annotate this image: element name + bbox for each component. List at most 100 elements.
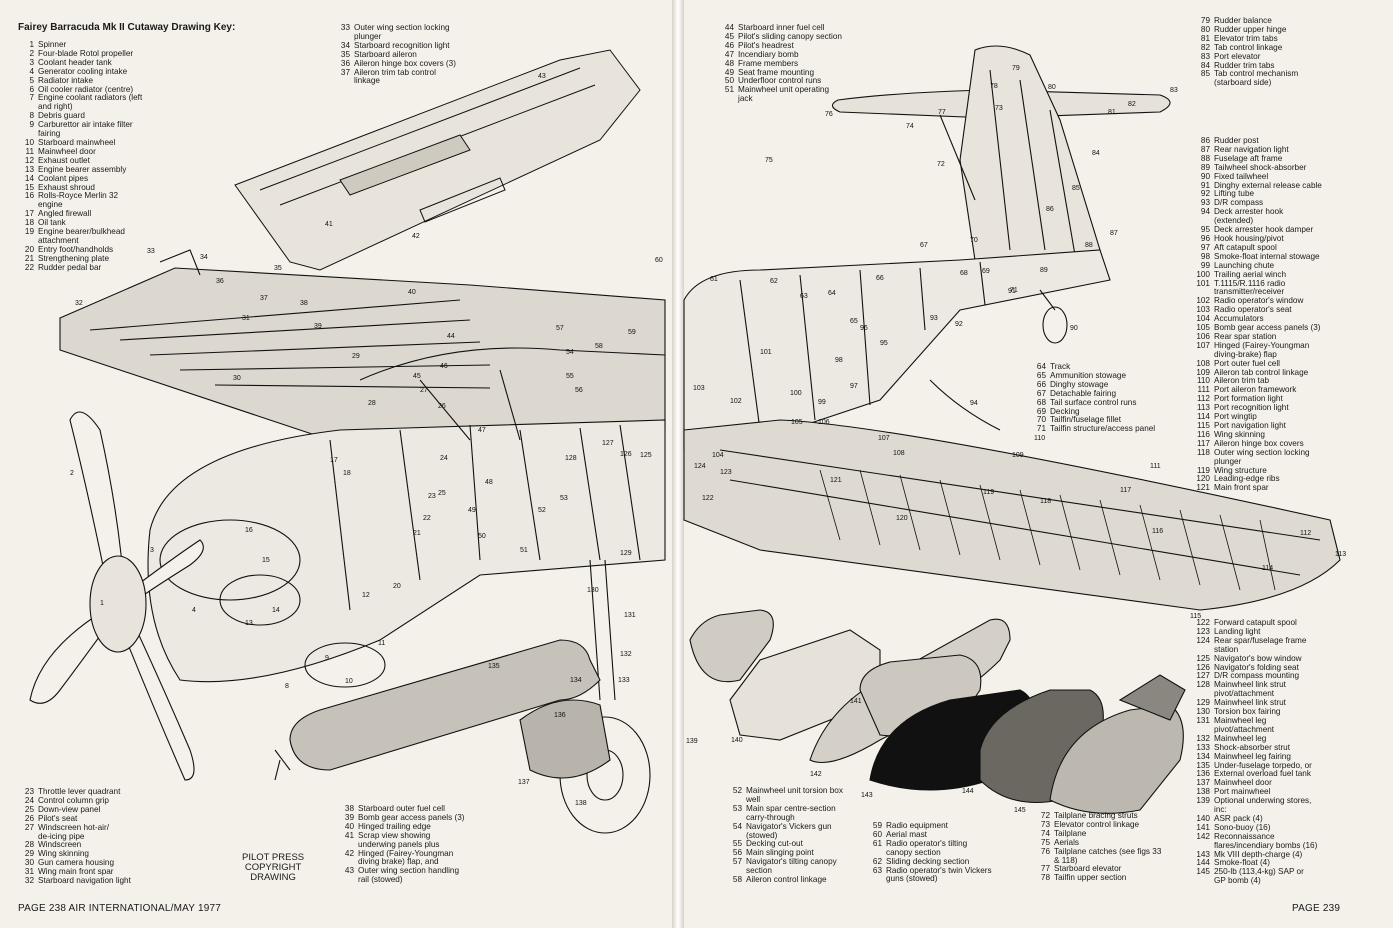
callout-number: 69 [982,268,990,275]
key-label: Mainwheel leg fairing [1214,751,1291,761]
key-number: 125 [1196,653,1210,663]
callout-number: 12 [362,592,370,599]
callout-number: 29 [352,353,360,360]
key-label: Aileron tab control linkage [1214,367,1309,377]
key-label: Radio equipment [886,821,948,830]
key-number: 78 [1040,873,1050,883]
key-label: Aft catapult spool [1214,242,1277,252]
key-entry: carry-through [722,813,843,823]
callout-number: 31 [242,315,250,322]
credit-line: COPYRIGHT [244,862,302,873]
key-number: 46 [724,40,734,50]
key-label: Exhaust outlet [38,155,90,165]
key-number: 19 [24,227,34,237]
key-label: (stowed) [746,830,778,840]
key-label: Sliding decking section [886,856,970,866]
key-entry: jack [714,94,842,104]
key-number: 2 [29,48,34,58]
key-label: Deck arrester hook [1214,207,1284,217]
callout-number: 37 [260,295,268,302]
key-number: 121 [1196,483,1210,493]
key-number: 3 [29,57,34,67]
callout-number: 53 [560,495,568,502]
key-number: 40 [344,821,354,831]
callout-number: 50 [478,533,486,540]
key-label: Smoke-float internal stowage [1214,251,1320,261]
callout-number: 57 [556,325,564,332]
callout-number: 126 [620,451,632,458]
callout-number: 73 [995,105,1003,112]
key-number: 124 [1196,635,1210,645]
key-number: 142 [1196,831,1210,841]
key-label: Reconnaissance [1214,831,1275,841]
key-label: Entry foot/handholds [38,244,114,254]
key-label: D/R compass [1214,198,1264,208]
callout-number: 34 [200,254,208,261]
key-label: Outer wing section handling [358,866,460,876]
callout-number: 97 [850,383,858,390]
key-number: 107 [1196,340,1210,350]
port-wing [683,419,1341,611]
key-number: 80 [1200,24,1210,34]
key-entry: (extended) [1190,216,1322,226]
callout-number: 58 [595,343,603,350]
key-number: 106 [1196,331,1210,341]
key-number: 65 [1036,370,1046,380]
callout-number: 63 [800,293,808,300]
key-number: 61 [872,838,882,848]
key-label: Mainwheel door [1214,778,1272,788]
callout-number: 3 [150,547,154,554]
key-label: Forward catapult spool [1214,618,1297,627]
key-label: Bomb gear access panels (3) [1214,323,1321,333]
callout-number: 4 [192,607,196,614]
callout-number: 98 [835,357,843,364]
callout-number: 131 [624,612,636,619]
key-number: 29 [24,849,34,859]
callout-number: 10 [345,678,353,685]
key-label: Rudder post [1214,136,1259,145]
callout-number: 49 [468,507,476,514]
footer-left: PAGE 238 AIR INTERNATIONAL/MAY 1977 [18,903,222,914]
callout-number: 124 [694,463,706,470]
callout-number: 77 [938,109,946,116]
callout-number: 23 [428,493,436,500]
key-number: 120 [1196,474,1210,484]
callout-number: 79 [1012,65,1020,72]
key-number: 11 [25,146,35,156]
key-number: 101 [1196,278,1210,288]
key-label: Torsion box fairing [1214,707,1281,717]
callout-number: 68 [960,270,968,277]
callout-number: 136 [554,712,566,719]
key-label: Track [1050,362,1071,371]
